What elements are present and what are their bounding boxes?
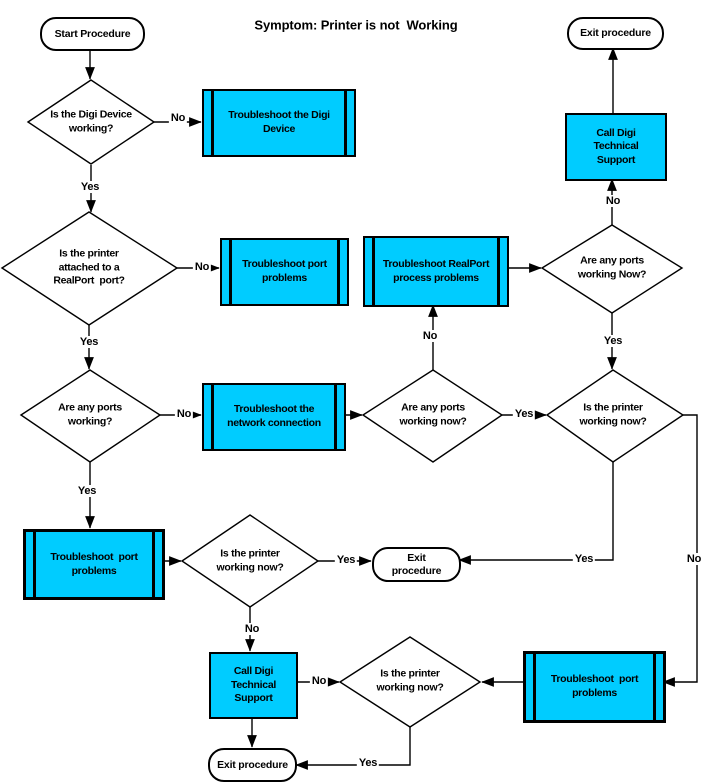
edge-label-yes: Yes bbox=[78, 181, 102, 193]
edge-label-no: No bbox=[603, 195, 623, 207]
edge-label-yes: Yes bbox=[601, 335, 625, 347]
decision-printer-working-now-bottom bbox=[338, 636, 482, 728]
edge-label-yes: Yes bbox=[334, 554, 358, 566]
terminal-exit-procedure-bottom: Exit procedure bbox=[208, 748, 297, 782]
process-bar-icon bbox=[33, 532, 36, 597]
edge-label-yes: Yes bbox=[356, 757, 380, 769]
process-bar-icon bbox=[337, 240, 340, 304]
process-label: Call Digi Technical Support bbox=[593, 126, 639, 166]
edge-label-yes: Yes bbox=[75, 485, 99, 497]
edge-label-no: No bbox=[420, 330, 440, 342]
decision-label-printer-working-now-bottom: Is the printer working now? bbox=[376, 667, 444, 693]
terminal-exit-procedure-mid: Exit procedure bbox=[372, 547, 461, 582]
edge-label-no: No bbox=[174, 408, 194, 420]
edge-label-no: No bbox=[309, 675, 329, 687]
process-call-digi-support-bottom: Call Digi Technical Support bbox=[209, 652, 298, 719]
edge-yes-to-exit-mid-right bbox=[458, 462, 614, 565]
process-troubleshoot-port-problems-top: Troubleshoot port problems bbox=[220, 238, 349, 306]
edge-label-yes: Yes bbox=[77, 336, 101, 348]
process-bar-icon bbox=[497, 238, 500, 305]
process-label: Troubleshoot the Digi Device bbox=[228, 109, 330, 135]
page-title: Symptom: Printer is not Working bbox=[254, 17, 458, 33]
decision-any-ports-working-now-caps bbox=[540, 224, 684, 314]
edge-label-no: No bbox=[168, 112, 188, 124]
process-bar-icon bbox=[344, 91, 347, 155]
edge-label-yes: Yes bbox=[572, 553, 596, 565]
decision-label-any-ports-working: Are any ports working? bbox=[58, 401, 122, 427]
edge-label-no: No bbox=[684, 553, 704, 565]
decision-label-printer-attached-realport: Is the printer attached to a RealPort po… bbox=[53, 247, 125, 287]
process-label: Call Digi Technical Support bbox=[231, 665, 276, 705]
terminal-start-procedure: Start Procedure bbox=[40, 17, 145, 51]
process-bar-icon bbox=[334, 385, 337, 449]
process-bar-icon bbox=[211, 91, 214, 155]
process-troubleshoot-network-connection: Troubleshoot the network connection bbox=[202, 383, 346, 451]
process-label: Troubleshoot port problems bbox=[242, 258, 327, 284]
process-call-digi-support-top: Call Digi Technical Support bbox=[565, 113, 667, 181]
process-bar-icon bbox=[152, 532, 155, 597]
process-label: Troubleshoot the network connection bbox=[227, 403, 321, 429]
edge-label-no: No bbox=[242, 623, 262, 635]
decision-label-digi-device-working: Is the Digi Device working? bbox=[50, 108, 132, 134]
decision-label-printer-working-now-left: Is the printer working now? bbox=[216, 547, 284, 573]
process-troubleshoot-digi-device: Troubleshoot the Digi Device bbox=[202, 89, 356, 157]
process-bar-icon bbox=[372, 238, 375, 305]
terminal-exit-procedure-top: Exit procedure bbox=[567, 17, 664, 50]
edge-no-to-port-problems-bottom bbox=[662, 414, 698, 687]
process-label: Troubleshoot port problems bbox=[50, 550, 138, 577]
process-bar-icon bbox=[653, 654, 656, 720]
edge-label-yes: Yes bbox=[512, 408, 536, 420]
process-label: Troubleshoot port problems bbox=[550, 673, 639, 699]
decision-label-printer-working-now-upper: Is the printer working now? bbox=[579, 401, 647, 427]
process-label: Troubleshoot RealPort process problems bbox=[382, 257, 490, 284]
edge-yes-to-exit-bottom bbox=[295, 727, 411, 770]
process-troubleshoot-realport-process: Troubleshoot RealPort process problems bbox=[363, 236, 509, 307]
edge-label-no: No bbox=[192, 261, 212, 273]
decision-label-any-ports-working-now-caps: Are any ports working Now? bbox=[577, 254, 647, 280]
process-bar-icon bbox=[229, 240, 232, 304]
process-bar-icon bbox=[533, 654, 536, 720]
decision-label-any-ports-working-now: Are any ports working now? bbox=[399, 401, 467, 427]
process-troubleshoot-port-problems-mid: Troubleshoot port problems bbox=[23, 529, 165, 600]
process-troubleshoot-port-problems-bottom: Troubleshoot port problems bbox=[523, 651, 666, 723]
process-bar-icon bbox=[211, 385, 214, 449]
